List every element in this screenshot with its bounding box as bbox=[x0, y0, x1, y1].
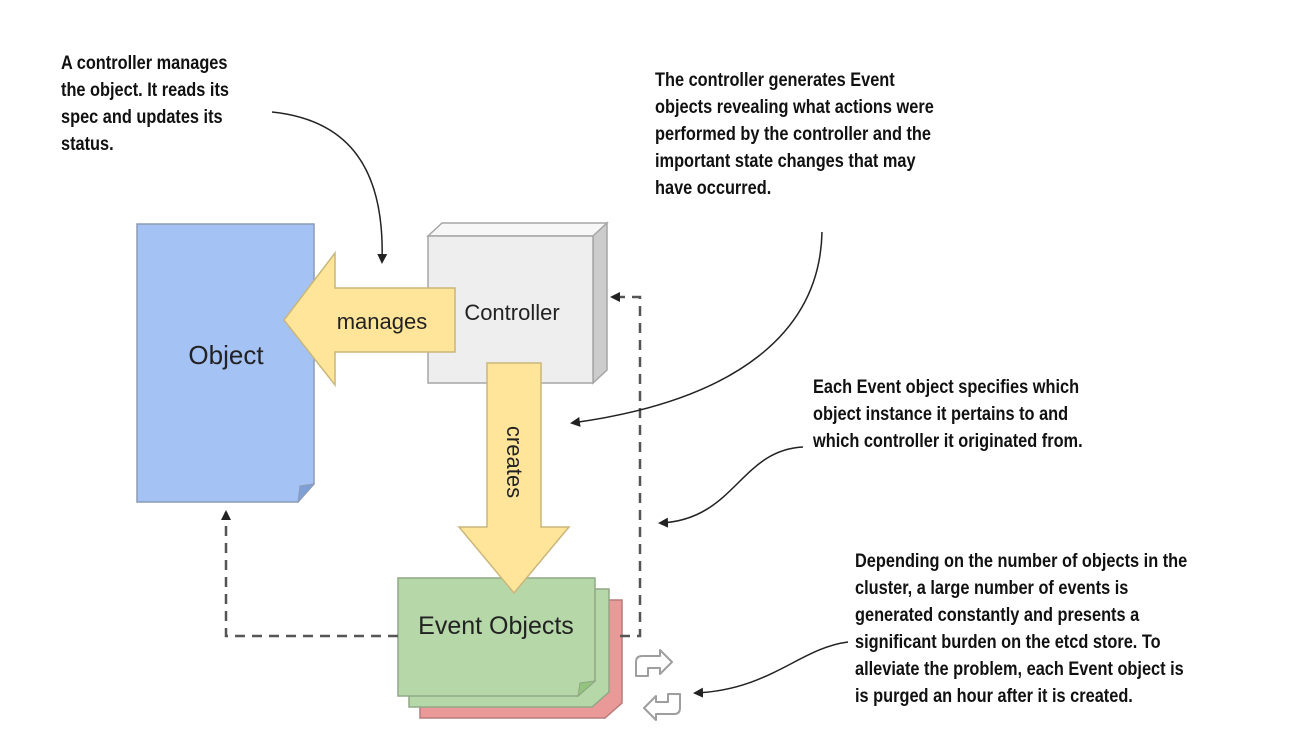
events-generated-callout-arrow bbox=[570, 231, 823, 427]
event-reference-note: Each Event object specifies which object… bbox=[813, 377, 1083, 452]
manages-label: manages bbox=[337, 309, 428, 334]
events-generated-note: The controller generates Event objects r… bbox=[655, 70, 934, 199]
object-shape: Object bbox=[136, 223, 316, 504]
event-objects-label: Event Objects bbox=[418, 612, 574, 640]
controller-note-callout-arrow bbox=[271, 111, 388, 264]
manages-arrow: manages bbox=[283, 250, 456, 388]
purge-note: Depending on the number of objects in th… bbox=[855, 551, 1188, 707]
controller-note: A controller manages the object. It read… bbox=[61, 53, 229, 155]
creates-arrow: creates bbox=[457, 362, 571, 595]
creates-label: creates bbox=[502, 426, 527, 498]
controller-label: Controller bbox=[464, 300, 559, 325]
event-to-object-dashed-arrow bbox=[221, 510, 398, 638]
event-reference-callout-arrow bbox=[658, 446, 804, 528]
object-label: Object bbox=[188, 340, 264, 370]
event-objects-stack: Event Objects bbox=[397, 577, 623, 719]
event-to-controller-dashed-arrow bbox=[610, 292, 642, 638]
purge-callout-arrow bbox=[693, 641, 849, 698]
refresh-cycle-icon bbox=[635, 649, 681, 721]
